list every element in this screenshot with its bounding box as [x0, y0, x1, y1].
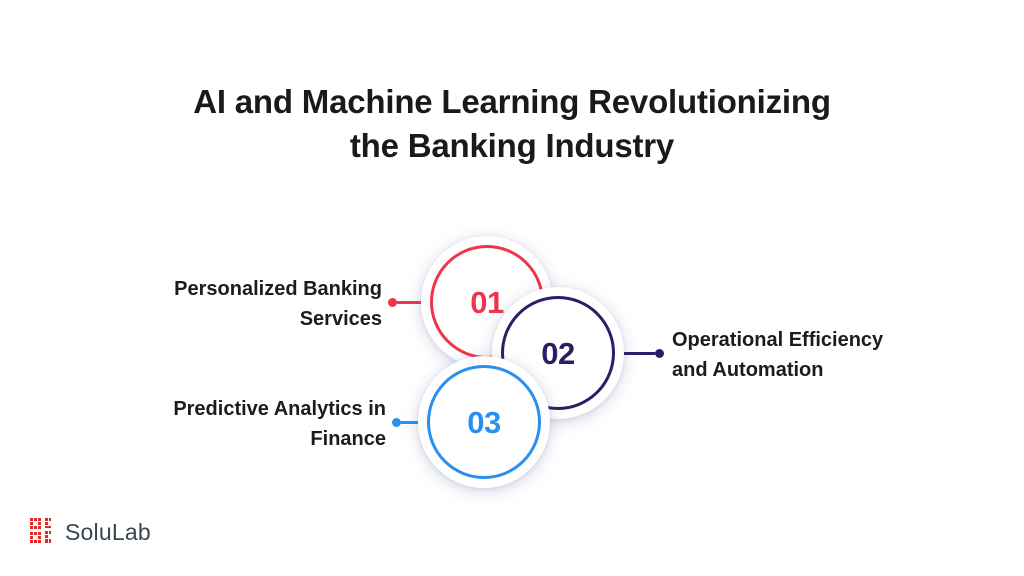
- node-label-01: Personalized Banking Services: [60, 274, 382, 334]
- connector-dot-start-03: [392, 417, 401, 427]
- connector-dot-start-01: [388, 297, 397, 307]
- node-label-02: Operational Efficiency and Automation: [672, 325, 992, 385]
- brand-logo-text: SoluLab: [65, 518, 151, 545]
- circle-number-03: 03: [467, 404, 501, 440]
- node-label-01-line-1: Personalized Banking: [174, 278, 382, 300]
- solulab-qr-mark-icon: [30, 518, 51, 543]
- brand-logo: SoluLab: [30, 518, 151, 546]
- circle-number-01: 01: [470, 284, 504, 320]
- node-label-02-line-1: Operational Efficiency: [672, 329, 884, 351]
- connector-dot-end-02: [655, 348, 664, 358]
- node-label-03: Predictive Analytics in Finance: [60, 394, 386, 454]
- node-label-03-line-1: Predictive Analytics in: [173, 398, 386, 420]
- circle-ring-03: [427, 365, 541, 479]
- page-title-line-1: AI and Machine Learning Revolutionizing: [193, 83, 831, 120]
- connector-bar-02: [621, 351, 655, 355]
- node-label-01-line-2: Services: [299, 308, 382, 330]
- circle-node-03[interactable]: 03: [418, 356, 550, 488]
- circle-number-02: 02: [541, 335, 575, 371]
- page-title-line-2: the Banking Industry: [349, 127, 675, 164]
- page-title: AI and Machine Learning Revolutionizing …: [0, 80, 1024, 168]
- connector-bar-03: [401, 420, 433, 424]
- node-label-02-line-2: and Automation: [672, 359, 824, 381]
- connector-bar-01: [397, 300, 431, 304]
- node-label-03-line-2: Finance: [310, 428, 386, 450]
